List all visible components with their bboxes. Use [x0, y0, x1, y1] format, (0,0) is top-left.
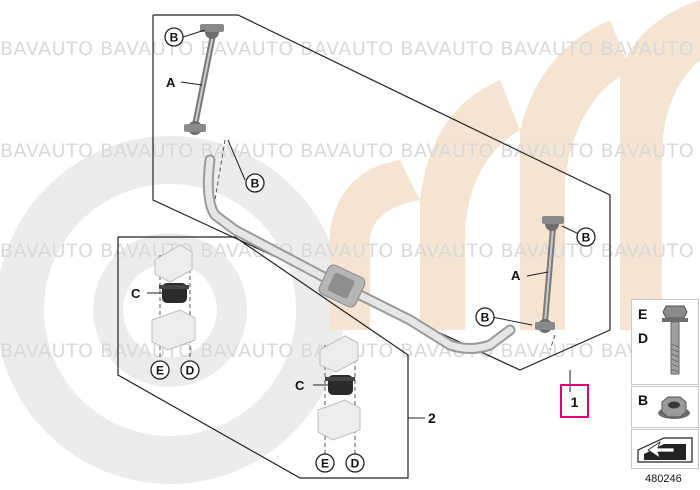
svg-text:BAVAUTO BAVAUTO BAVAUTO BAVAUT: BAVAUTO BAVAUTO BAVAUTO BAVAUTO BAVAUTO …: [0, 38, 694, 60]
callout-d-lower: D: [345, 453, 365, 473]
callout-leaders: [147, 29, 584, 386]
callout-e-upper: E: [150, 360, 170, 380]
legend-panel-shape: [631, 429, 699, 469]
legend-key-e: E: [638, 306, 648, 322]
group-2-outline: [117, 236, 409, 479]
callout-b-right-top: B: [576, 227, 596, 247]
svg-text:B: B: [481, 311, 490, 325]
svg-text:BAVAUTO BAVAUTO BAVAUTO BAVAUT: BAVAUTO BAVAUTO BAVAUTO BAVAUTO BAVAUTO …: [0, 140, 694, 162]
legend-key-b: B: [638, 392, 649, 408]
svg-text:B: B: [170, 31, 179, 45]
svg-text:B: B: [251, 177, 260, 191]
callout-a-upper: A: [166, 75, 176, 90]
legend-key-d: D: [638, 330, 649, 346]
callout-c-upper: C: [131, 286, 141, 301]
part-number-2: 2: [428, 410, 436, 426]
part-number-1[interactable]: 1: [571, 394, 579, 410]
callout-a-right: A: [511, 268, 521, 283]
svg-text:E: E: [156, 364, 164, 378]
group-1-outline: [152, 14, 611, 371]
svg-text:D: D: [351, 457, 360, 471]
diagram-symbol-icon: [637, 437, 693, 463]
svg-text:D: D: [186, 364, 195, 378]
legend-panel-bolt: E D: [631, 299, 699, 385]
svg-text:B: B: [582, 231, 591, 245]
nut-icon: [658, 396, 690, 419]
bushing-assembly-upper: [151, 244, 196, 351]
callout-b-top: B: [164, 27, 184, 47]
coupling-rod-upper: [184, 24, 224, 135]
callout-c-lower: C: [295, 378, 305, 393]
callout-b-right-bottom: B: [475, 307, 495, 327]
callout-e-lower: E: [315, 453, 335, 473]
legend-panel-nut: B: [631, 386, 699, 428]
callout-d-upper: D: [180, 360, 200, 380]
svg-text:E: E: [321, 457, 329, 471]
image-number: 480246: [645, 473, 682, 485]
part-1-highlight-box[interactable]: [560, 384, 589, 418]
bushing-assembly-lower: [317, 335, 361, 441]
callout-b-mid: B: [245, 173, 265, 193]
coupling-rod-right: [535, 216, 564, 333]
stabilizer-bar: [202, 154, 516, 354]
bolt-icon: [662, 305, 688, 375]
